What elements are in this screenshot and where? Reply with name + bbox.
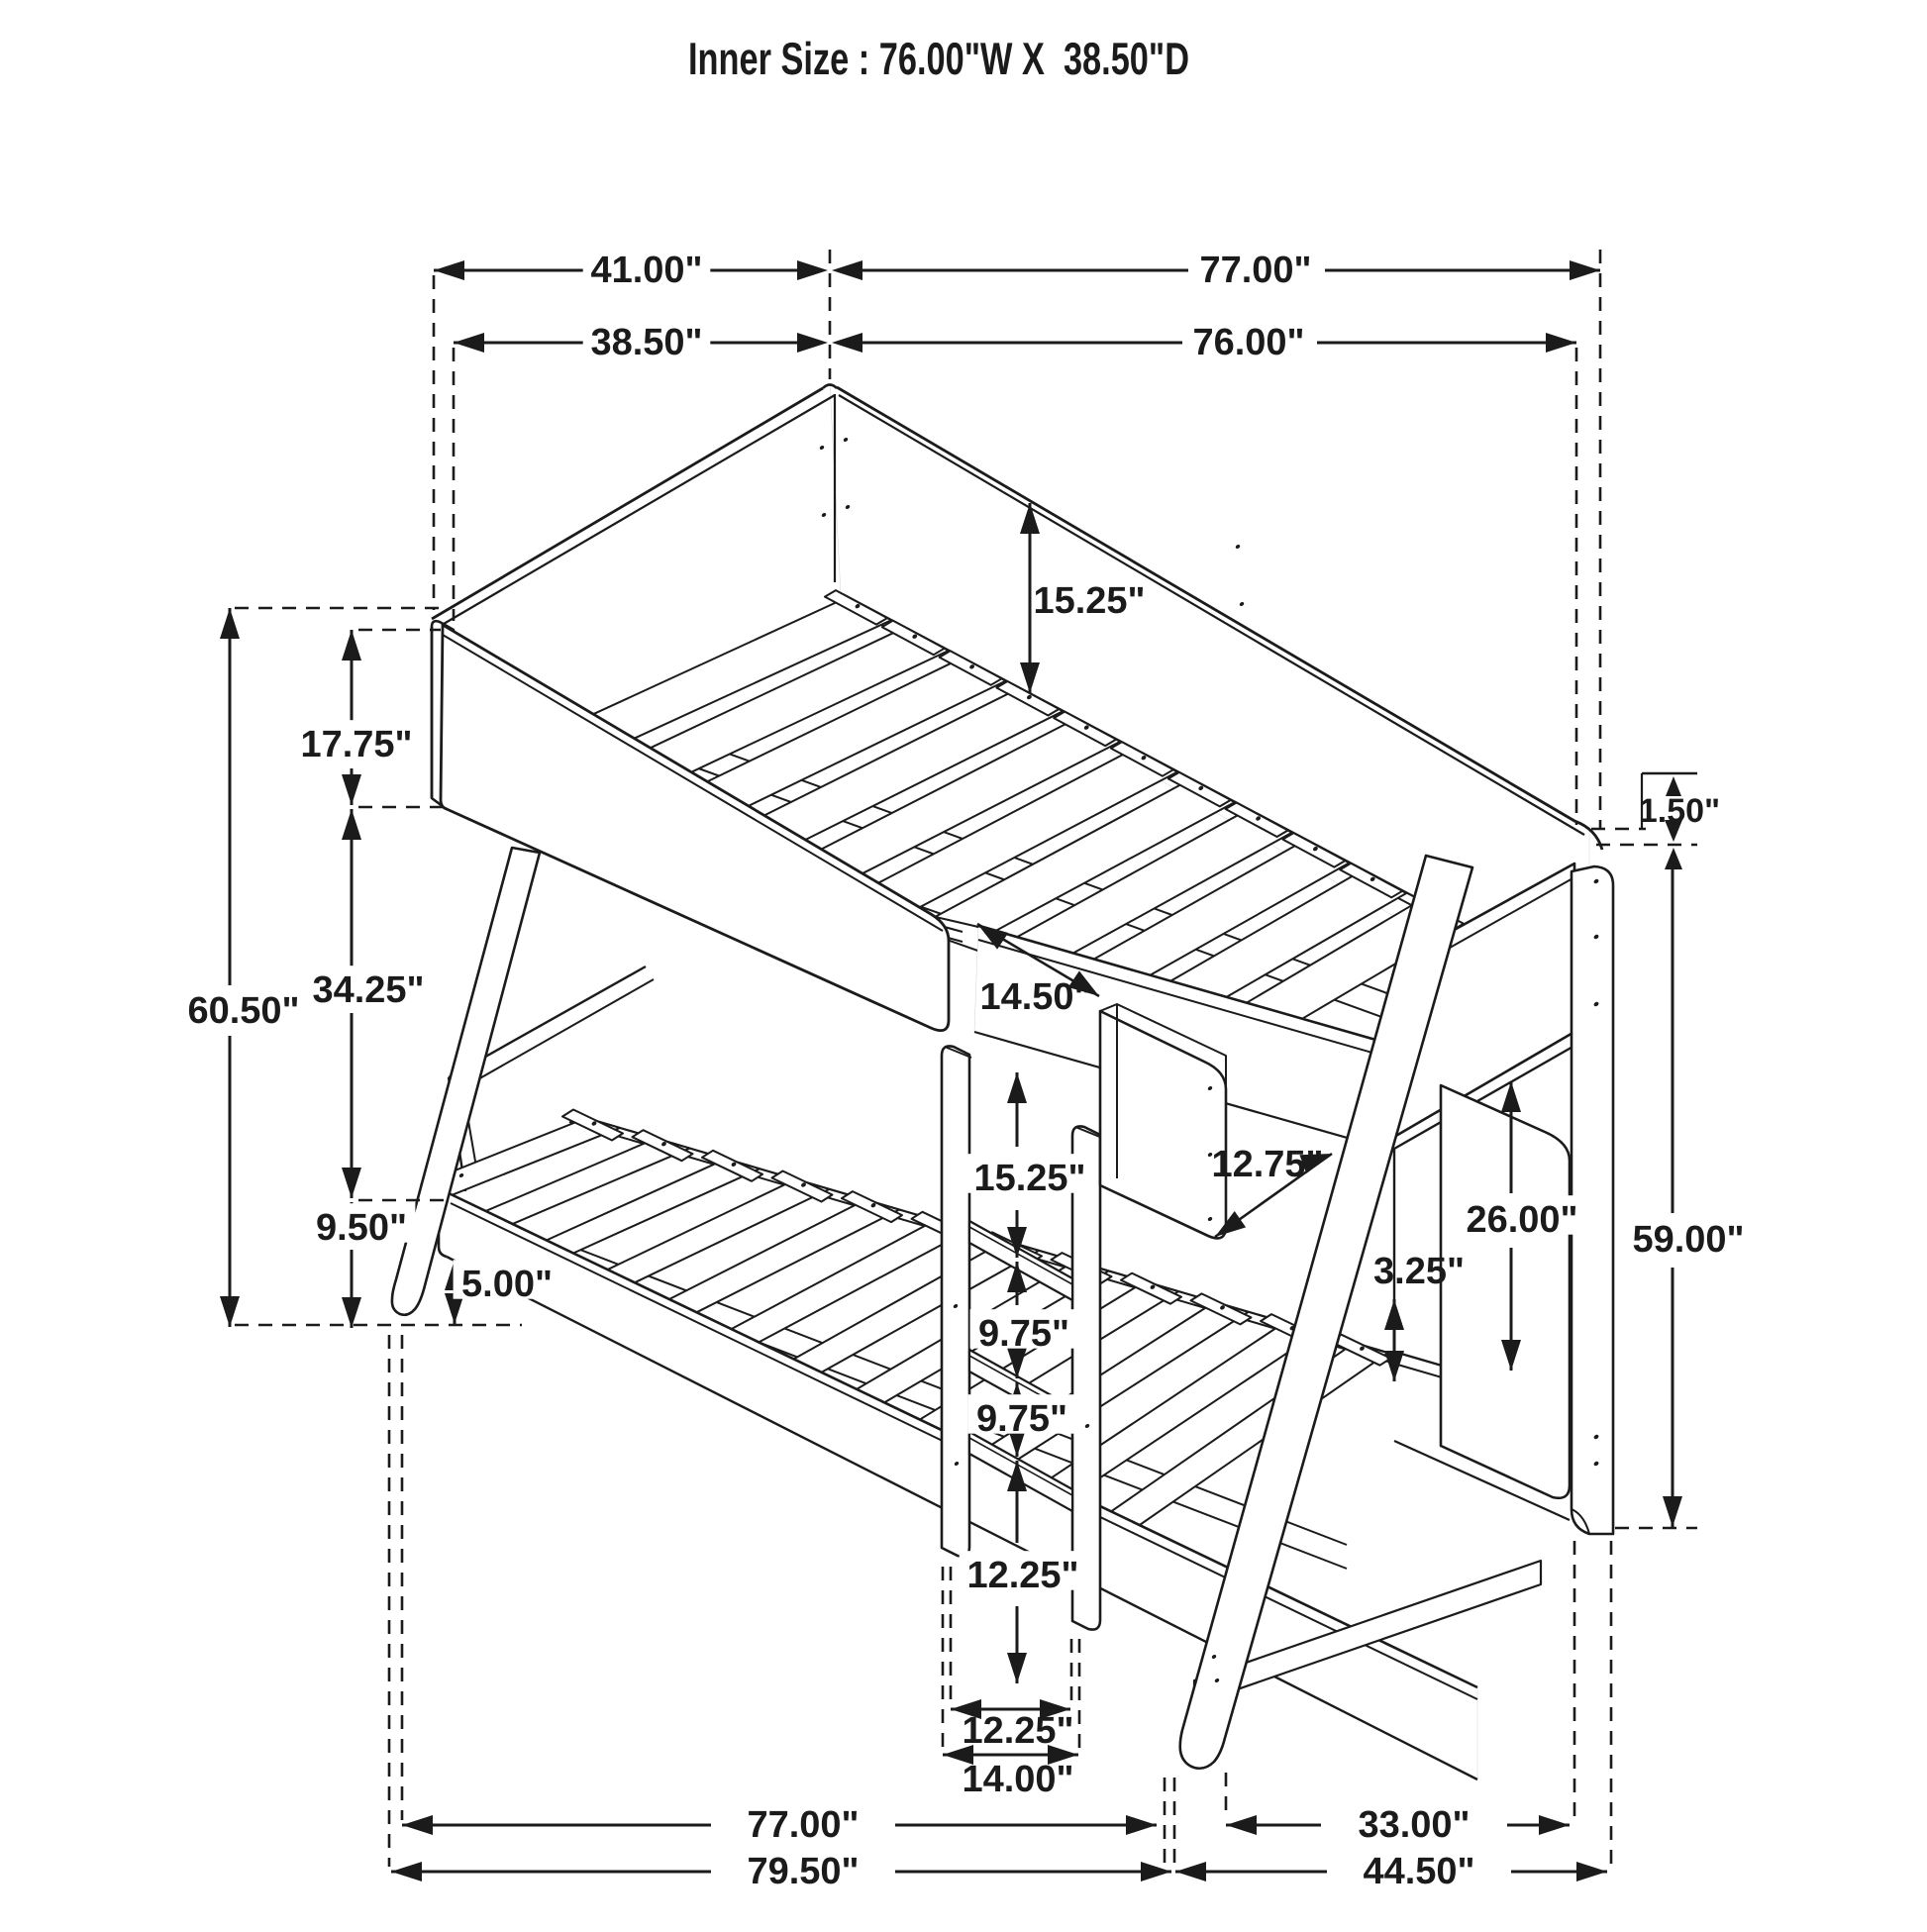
svg-text:76.00": 76.00"	[1192, 322, 1304, 363]
svg-text:38.50": 38.50"	[590, 322, 702, 363]
svg-text:5.00": 5.00"	[461, 1264, 553, 1305]
svg-text:33.00": 33.00"	[1358, 1804, 1470, 1846]
svg-text:77.00": 77.00"	[747, 1804, 859, 1846]
svg-text:9.50": 9.50"	[316, 1207, 407, 1249]
svg-text:79.50": 79.50"	[747, 1851, 859, 1892]
svg-text:60.50": 60.50"	[187, 990, 299, 1032]
svg-text:59.00": 59.00"	[1632, 1219, 1744, 1261]
svg-text:12.75": 12.75"	[1211, 1144, 1323, 1185]
svg-text:9.75": 9.75"	[978, 1313, 1069, 1355]
svg-text:41.00": 41.00"	[590, 250, 702, 291]
svg-text:15.25": 15.25"	[973, 1158, 1085, 1199]
svg-text:14.50": 14.50"	[979, 976, 1091, 1018]
svg-text:34.25": 34.25"	[312, 969, 424, 1011]
svg-text:14.00": 14.00"	[962, 1759, 1073, 1800]
svg-text:3.25": 3.25"	[1373, 1251, 1465, 1292]
svg-text:12.25": 12.25"	[966, 1555, 1078, 1596]
svg-text:12.25": 12.25"	[962, 1710, 1073, 1752]
svg-text:44.50": 44.50"	[1363, 1851, 1474, 1892]
svg-text:15.25": 15.25"	[1033, 580, 1145, 622]
svg-text:26.00": 26.00"	[1466, 1199, 1577, 1241]
svg-text:9.75": 9.75"	[976, 1398, 1067, 1440]
svg-text:Inner Size : 76.00"W X 38.50": Inner Size : 76.00"W X 38.50"D	[688, 33, 1189, 84]
svg-text:17.75": 17.75"	[300, 724, 412, 765]
svg-text:77.00": 77.00"	[1199, 250, 1311, 291]
